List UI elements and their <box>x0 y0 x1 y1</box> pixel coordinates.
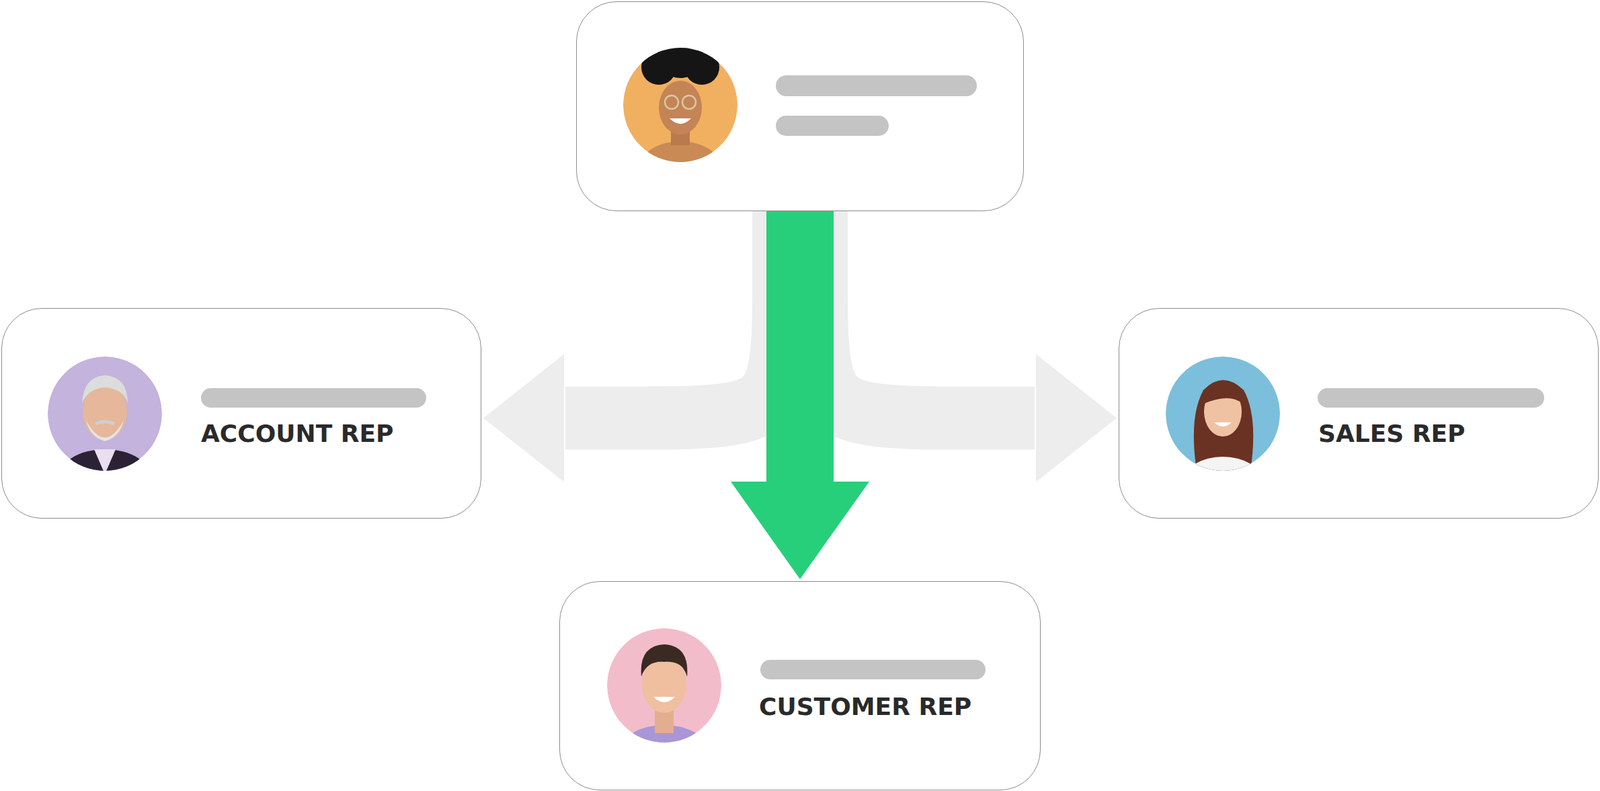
arrow-head <box>1035 354 1117 483</box>
role-label: CUSTOMER REP <box>758 693 972 720</box>
flow-arrow <box>730 211 870 579</box>
placeholder-bar <box>775 115 889 136</box>
placeholder-bar <box>760 659 986 679</box>
placeholder-bar <box>775 75 977 97</box>
rep-card <box>576 1 1024 212</box>
role-label: ACCOUNT REP <box>201 420 394 448</box>
arrow-shaft <box>565 209 784 419</box>
role-label: SALES REP <box>1318 420 1465 448</box>
arrow-head <box>730 481 870 579</box>
avatar <box>47 356 163 509</box>
avatar <box>623 32 738 198</box>
placeholder-bar <box>201 387 427 408</box>
arrow-shaft <box>766 211 834 482</box>
rep-card: SALES REP <box>1118 307 1599 519</box>
rep-card: CUSTOMER REP <box>559 580 1041 790</box>
arrow-head <box>483 354 565 483</box>
flow-arrow <box>816 209 1117 483</box>
flow-arrow <box>483 209 784 483</box>
placeholder-bar <box>1317 387 1545 408</box>
arrow-shaft <box>816 209 1035 419</box>
rep-card: ACCOUNT REP <box>1 307 482 519</box>
avatar <box>607 627 722 771</box>
avatar <box>1165 356 1280 505</box>
